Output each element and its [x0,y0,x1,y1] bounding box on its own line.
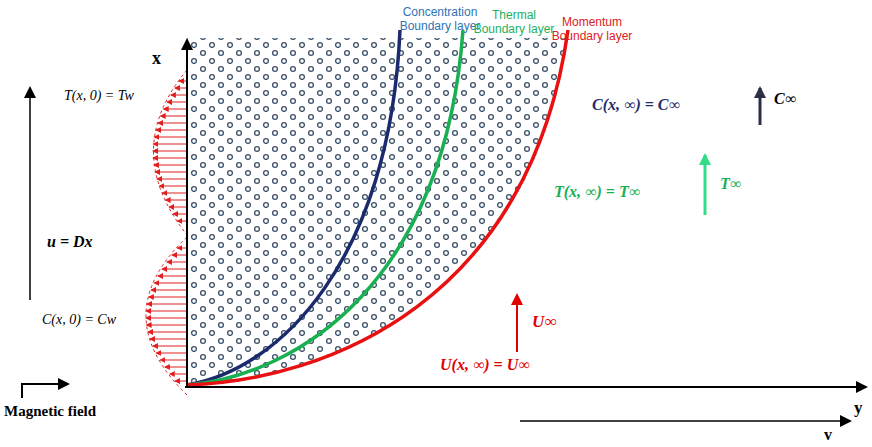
profile-outline [154,70,188,235]
profile-arrow [160,360,186,361]
free-stream-value: U∞ [530,312,558,332]
axis-label: y [852,398,865,418]
profile-arrow [179,81,186,82]
profile-arrow [172,255,186,256]
boundary-condition: T(x, 0) = Tw [62,88,136,104]
profile-arrow [167,102,186,103]
wall-velocity-arrow [29,88,31,300]
profile-arrow [146,311,186,312]
boundary-condition: T(x, ∞) = T∞ [552,183,642,201]
boundary-condition: U(x, ∞) = U∞ [438,356,532,374]
profile-arrow [173,214,186,215]
profile-arrow [150,339,186,340]
profile-arrow [156,130,186,131]
profile-arrow [158,276,186,277]
profile-arrow [166,200,186,201]
momentum-curve [187,30,568,385]
boundary-layer-title: Thermal Boundary layer [470,9,558,37]
profile-arrow [147,325,186,326]
profile-arrow [159,186,186,187]
profile-arrow [170,374,186,375]
free-stream-arrow [516,295,518,352]
magnetic-field-arrow [22,384,68,398]
profile-arrow [153,144,186,145]
thermal-curve [187,30,463,385]
profile-arrow [175,88,186,89]
profile-outline [146,237,187,395]
profile-arrow [153,151,186,152]
profile-arrow [151,290,186,291]
profile-arrow [162,193,186,194]
velocity-profile [146,81,186,381]
profile-arrow [149,297,186,298]
boundary-condition: C(x, 0) = Cw [40,312,118,328]
wall-velocity: u = Dx [45,233,95,251]
profile-arrow [161,116,186,117]
concentration-curve [187,30,400,385]
profile-arrow [156,353,186,354]
axis-label: v [822,426,834,444]
profile-arrow [153,158,186,159]
free-stream-value: T∞ [718,175,743,193]
profile-arrow [167,262,186,263]
profile-arrow [171,95,186,96]
profile-arrow [158,123,186,124]
v-direction-arrow [520,420,850,422]
boundary-condition: C(x, ∞) = C∞ [590,96,682,114]
profile-arrow [175,381,186,382]
profile-arrow [157,179,186,180]
profile-arrow [146,318,186,319]
y-axis [185,386,866,388]
profile-arrow [154,165,186,166]
free-stream-arrow [759,88,762,125]
profile-arrow [164,109,186,110]
free-stream-value: C∞ [772,90,798,108]
profile-arrow [153,346,186,347]
profile-arrow [154,283,186,284]
profile-arrow [148,332,186,333]
profile-arrow [155,172,186,173]
magnetic-field-label: Magnetic field [2,403,98,420]
profile-arrow [165,367,186,368]
boundary-layer-title: Momentum Boundary layer [548,16,636,44]
profile-arrow [162,269,186,270]
x-axis [186,40,188,388]
profile-arrow [154,137,186,138]
profile-arrow [177,248,186,249]
free-stream-arrow [704,155,707,215]
particle-dots [187,38,577,385]
axis-label: x [150,48,163,69]
profile-arrow [177,221,186,222]
profile-arrow [169,207,186,208]
profile-arrow [147,304,186,305]
